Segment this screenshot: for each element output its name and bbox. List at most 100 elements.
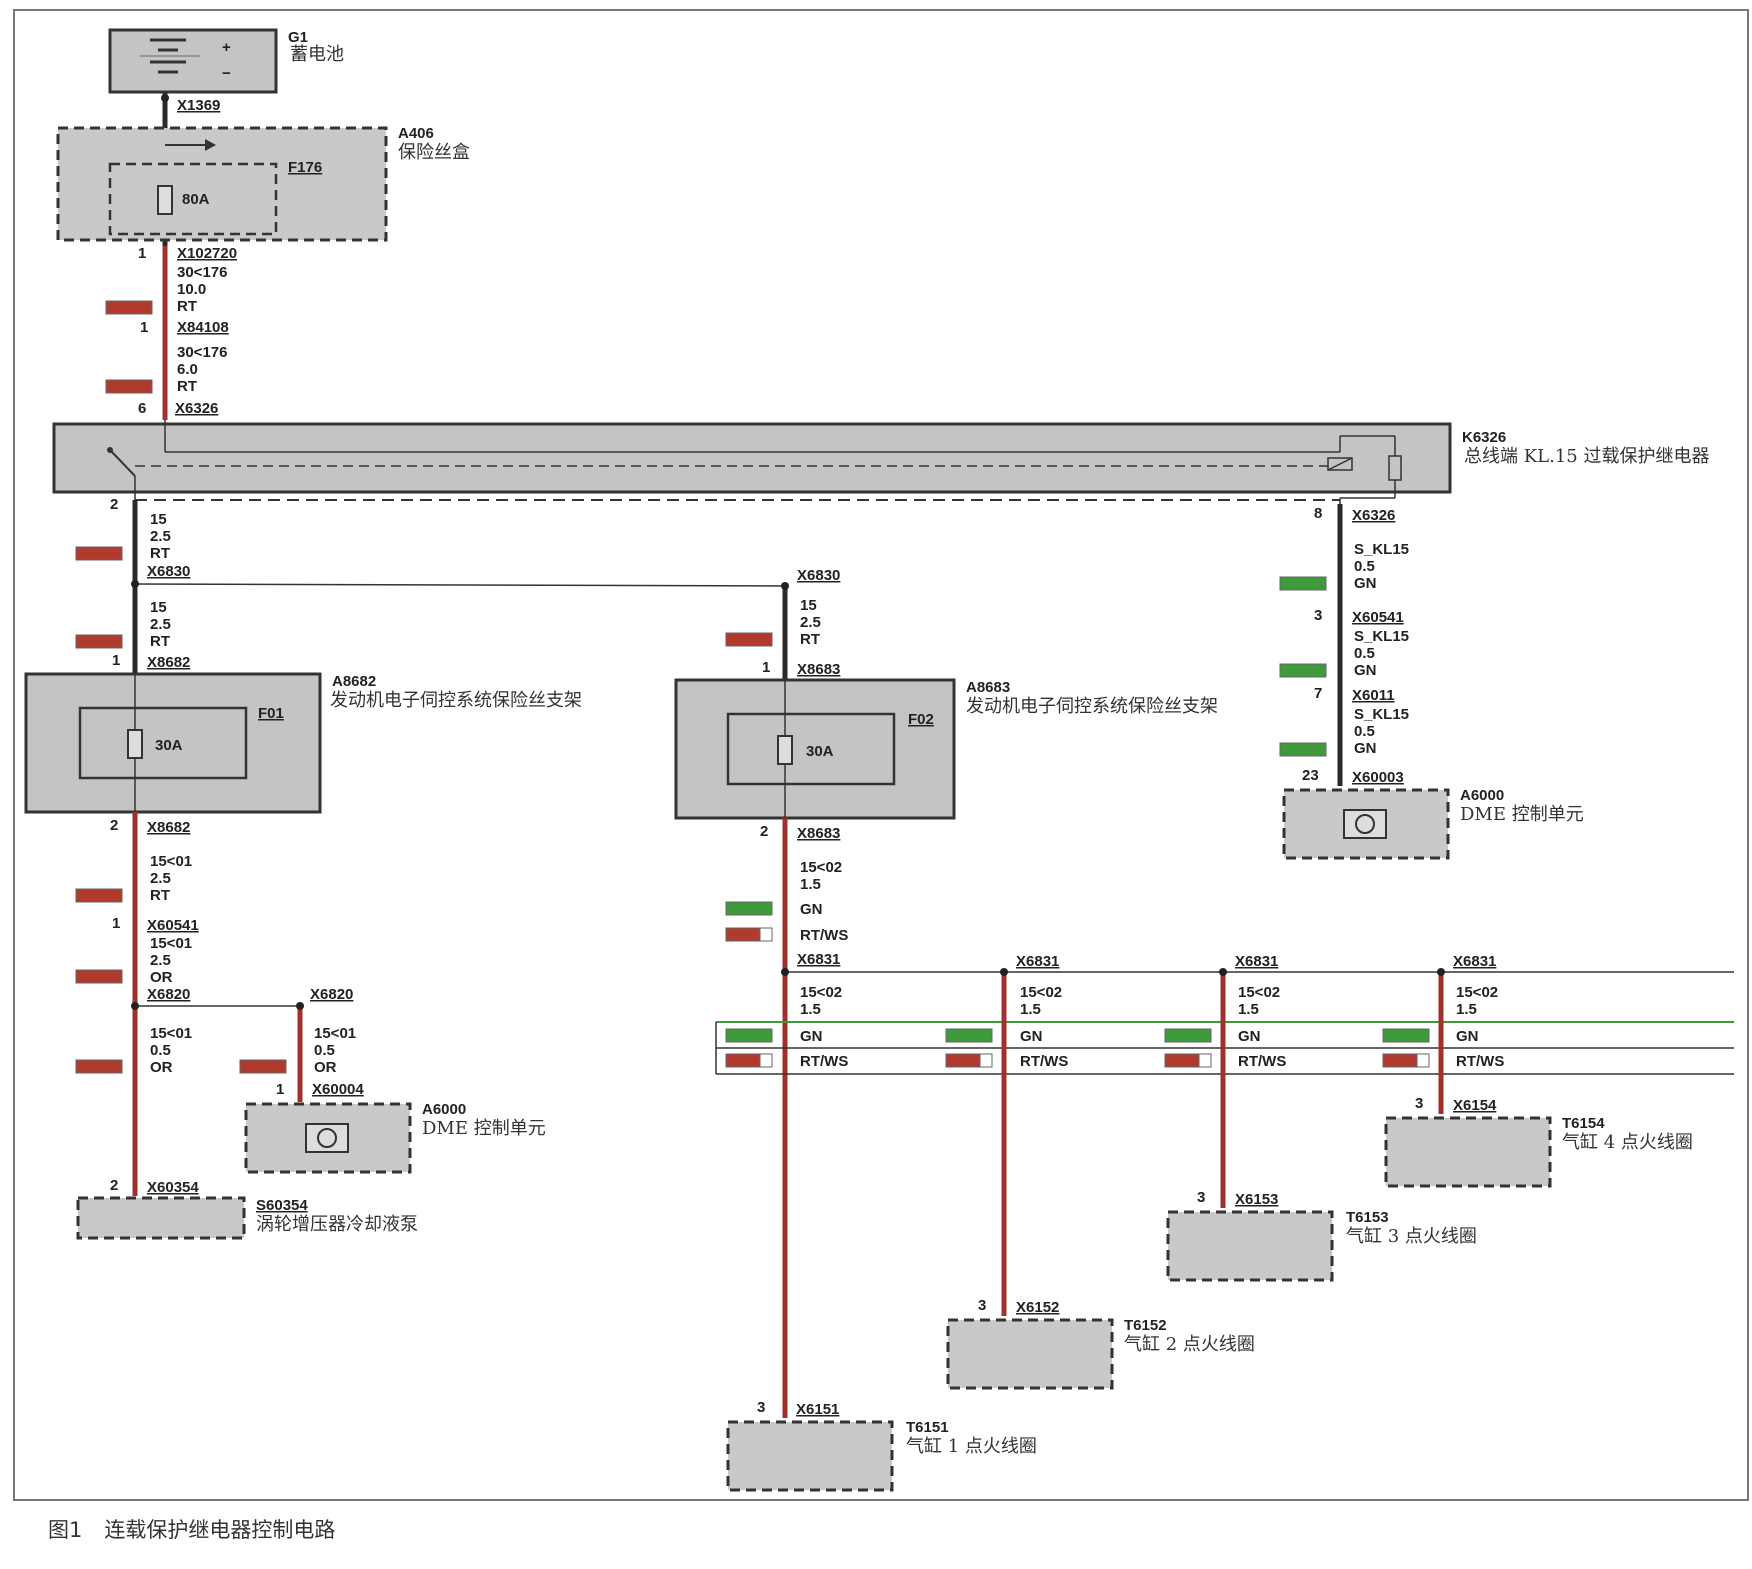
wire-label: 0.5 [1354, 558, 1375, 575]
wire-label: GN [1354, 662, 1377, 679]
arrow-head-icon [205, 139, 216, 151]
fuse-f02-rating: 30A [806, 743, 834, 760]
wire-label: S_KL15 [1354, 541, 1409, 558]
a8683-name: 发动机电子伺控系统保险丝支架 [966, 696, 1218, 717]
s60354-code: S60354 [256, 1197, 308, 1214]
fuse-f176-frame [108, 162, 278, 236]
connector-x60004: X60004 [312, 1081, 364, 1098]
a6000-mid-name: DME 控制单元 [422, 1118, 546, 1139]
figure-title: 连载保护继电器控制电路 [104, 1518, 336, 1542]
g1-name: 蓄电池 [290, 44, 344, 65]
dme-a6000-top [1282, 788, 1450, 860]
k6326-code: K6326 [1462, 429, 1506, 446]
ignition-coil-t6154 [1384, 1116, 1552, 1188]
connector-x8682a: X8682 [147, 654, 190, 671]
wire-label: 0.5 [1354, 723, 1375, 740]
pin-label: 3 [978, 1297, 986, 1314]
ecu-icon [1355, 814, 1375, 834]
relay-k6326 [52, 422, 1452, 494]
a6000-top-name: DME 控制单元 [1460, 804, 1584, 825]
connector-x8683a: X8683 [797, 661, 840, 678]
wire-label: RT [150, 545, 170, 562]
connector-x60541a: X60541 [147, 917, 199, 934]
wire-label: 15<02 [1020, 984, 1062, 1001]
pin-label: 7 [1314, 685, 1322, 702]
wire-color-label: RT/WS [1020, 1053, 1068, 1070]
connector-x1369: X1369 [177, 97, 220, 114]
connector-x8682b: X8682 [147, 819, 190, 836]
pin-label: 1 [140, 319, 148, 336]
wire-color-label: GN [800, 901, 823, 918]
wire-color-swatch [1164, 1028, 1212, 1043]
wire-color-label: GN [800, 1028, 823, 1045]
wire-label: 15<01 [150, 853, 192, 870]
pin-label: 1 [112, 652, 120, 669]
pin-label: 1 [762, 659, 770, 676]
wire-color-swatch [1279, 576, 1327, 591]
a8682-name: 发动机电子伺控系统保险丝支架 [330, 690, 582, 711]
ecu-icon [317, 1128, 337, 1148]
t6151-code: T6151 [906, 1419, 949, 1436]
fuse-f02-frame [726, 712, 896, 786]
a6000-mid-code: A6000 [422, 1101, 466, 1118]
wire-color-swatch [239, 1059, 287, 1074]
wire-color-swatch [725, 632, 773, 647]
wire-label: 0.5 [1354, 645, 1375, 662]
connector-x6820b: X6820 [310, 986, 353, 1003]
wire-color-swatch [105, 300, 153, 315]
wire-label: 1.5 [800, 876, 821, 893]
fuse-holder-a8683 [674, 678, 956, 820]
fuse-f01-code: F01 [258, 705, 284, 722]
fuse-f176-code: F176 [288, 159, 322, 176]
pump-s60354 [76, 1196, 246, 1240]
wire-color-label: RT/WS [1456, 1053, 1504, 1070]
wire-label: GN [1354, 575, 1377, 592]
connector-x6326a: X6326 [175, 400, 218, 417]
fuse-holder-a8682 [24, 672, 322, 814]
wire-label: 1.5 [800, 1001, 821, 1018]
connector-x60354: X60354 [147, 1179, 199, 1196]
wire-label: 6.0 [177, 361, 198, 378]
battery-g1: + − [108, 28, 278, 94]
t6154-code: T6154 [1562, 1115, 1605, 1132]
t6153-name: 气缸 3 点火线圈 [1346, 1225, 1477, 1247]
wire-color-swatch [1382, 1028, 1430, 1043]
wire-color-swatch [725, 1028, 773, 1043]
connector-x6011: X6011 [1352, 687, 1395, 704]
pin-label: 3 [1415, 1095, 1423, 1112]
pin-label: 2 [110, 817, 118, 834]
wire-label: 30<176 [177, 344, 227, 361]
pin-label: 6 [138, 400, 146, 417]
wire-label: 15 [800, 597, 817, 614]
t6152-code: T6152 [1124, 1317, 1167, 1334]
k6326-name: 总线端 KL.15 过载保护继电器 [1464, 446, 1709, 467]
wire-color-swatch [725, 901, 773, 916]
wire-color-swatch [725, 927, 761, 942]
wire-label: 1.5 [1238, 1001, 1259, 1018]
wire-label: 1.5 [1020, 1001, 1041, 1018]
wire-color-swatch [75, 969, 123, 984]
wire-label: 15<01 [150, 935, 192, 952]
figure-number: 图1 [48, 1518, 83, 1542]
wire-label: 15<01 [150, 1025, 192, 1042]
connector-x8683b: X8683 [797, 825, 840, 842]
a8683-code: A8683 [966, 679, 1010, 696]
connector-x6326b: X6326 [1352, 507, 1395, 524]
wire-label: 1.5 [1456, 1001, 1477, 1018]
wire-color-swatch [75, 888, 123, 903]
wire-label: 2.5 [800, 614, 821, 631]
fuse-icon [127, 729, 143, 759]
wire-label: 15<02 [800, 859, 842, 876]
wire-color-swatch [945, 1053, 981, 1068]
connector-x6830a: X6830 [147, 563, 190, 580]
wire-color-swatch [105, 379, 153, 394]
connector-x6830b: X6830 [797, 567, 840, 584]
wire-color-label: GN [1238, 1028, 1261, 1045]
pin-label: 1 [276, 1081, 284, 1098]
connector-x6151: X6151 [796, 1401, 839, 1418]
wire-label: S_KL15 [1354, 706, 1409, 723]
wire-label: OR [150, 969, 173, 986]
wire-label: RT [800, 631, 820, 648]
wire-color-label: RT/WS [1238, 1053, 1286, 1070]
